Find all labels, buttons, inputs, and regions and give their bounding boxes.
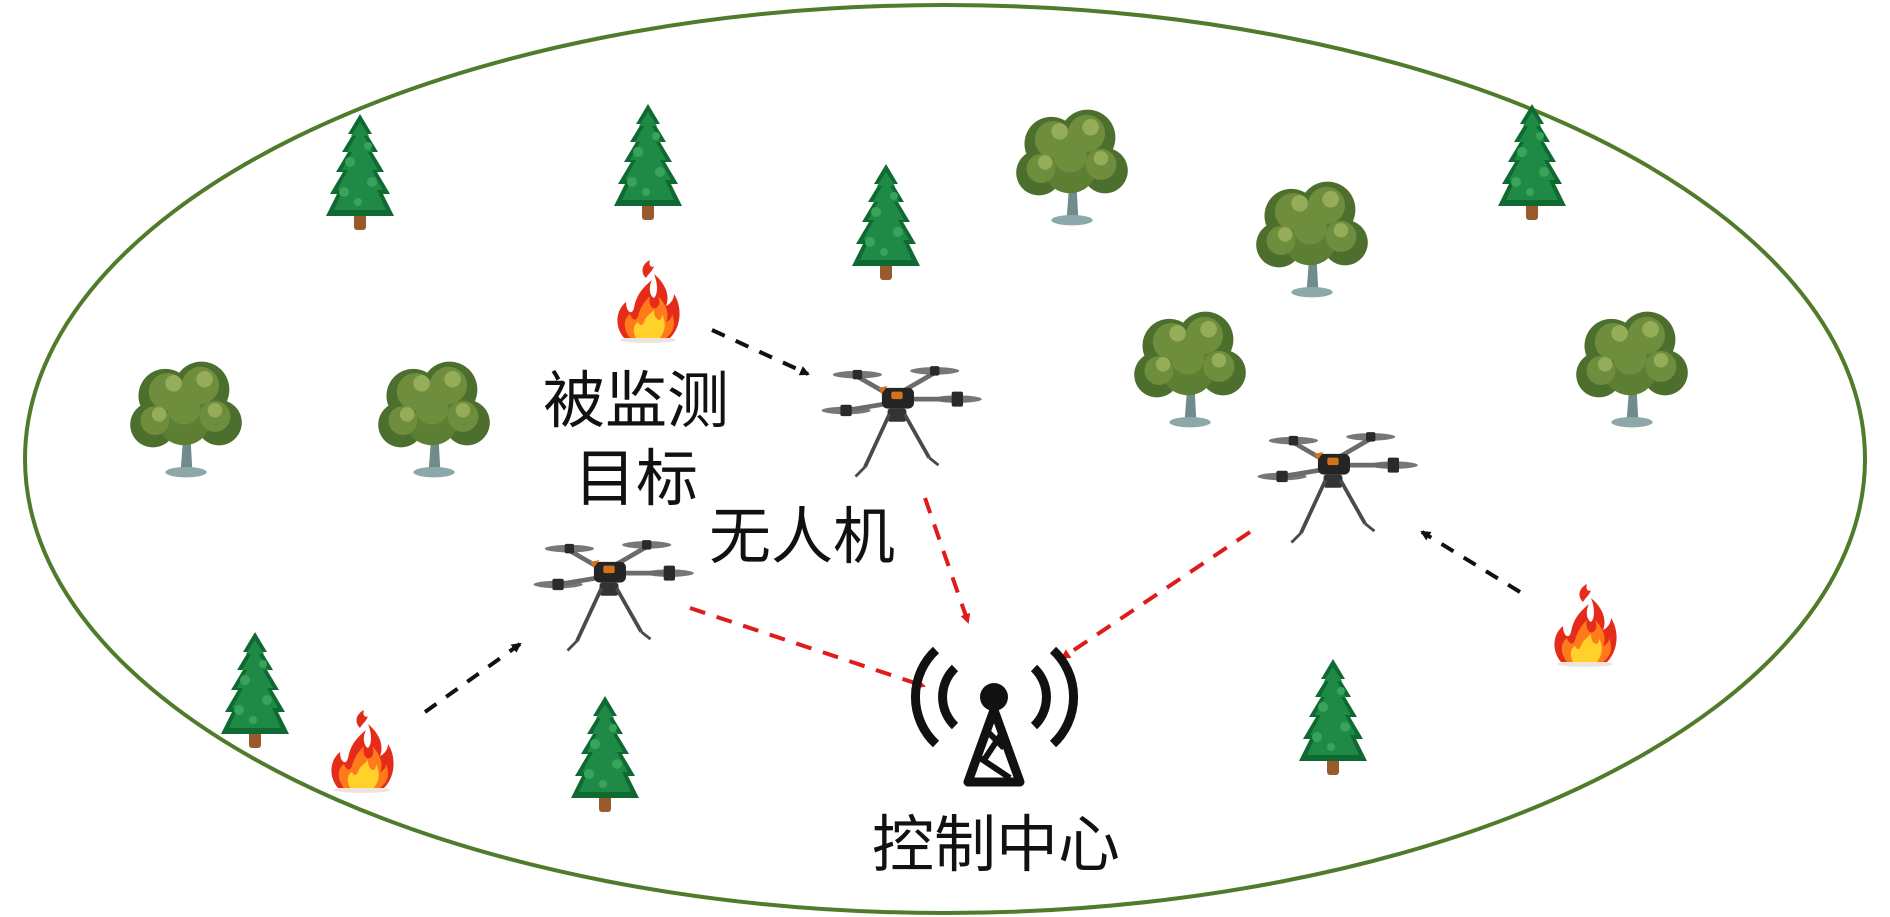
oak-tree-icon: [130, 361, 242, 478]
control-center-label: 控制中心: [872, 808, 1120, 881]
detection-arrow: [1420, 530, 1522, 594]
radio-tower-icon: [910, 646, 1079, 787]
oak-tree-icon: [1134, 311, 1246, 428]
oak-tree-icon: [1016, 109, 1128, 226]
data-link-arrow: [923, 497, 971, 624]
fire-icon: [331, 710, 394, 793]
pine-tree-icon: [571, 696, 639, 812]
pine-tree-icon: [614, 104, 682, 220]
detection-arrow: [711, 328, 810, 376]
monitored-target-label-line2: 目标: [574, 442, 698, 515]
oak-tree-icon: [1576, 311, 1688, 428]
data-link-arrow: [689, 606, 926, 689]
pine-tree-icon: [852, 164, 920, 280]
oak-tree-icon: [378, 361, 490, 478]
fire-icon: [617, 260, 680, 343]
detection-arrow: [423, 642, 522, 714]
uav-label: 无人机: [709, 500, 895, 573]
data-link-arrow: [1060, 530, 1252, 660]
forest-boundary-ellipse: [23, 3, 1867, 915]
quadcopter-drone-icon: [534, 540, 694, 650]
quadcopter-drone-icon: [1258, 432, 1418, 542]
pine-tree-icon: [1299, 659, 1367, 775]
fire-icon: [1554, 584, 1617, 667]
quadcopter-drone-icon: [822, 366, 982, 476]
monitored-target-label-line1: 被监测: [543, 364, 729, 437]
oak-tree-icon: [1256, 181, 1368, 298]
pine-tree-icon: [221, 632, 289, 748]
pine-tree-icon: [326, 114, 394, 230]
